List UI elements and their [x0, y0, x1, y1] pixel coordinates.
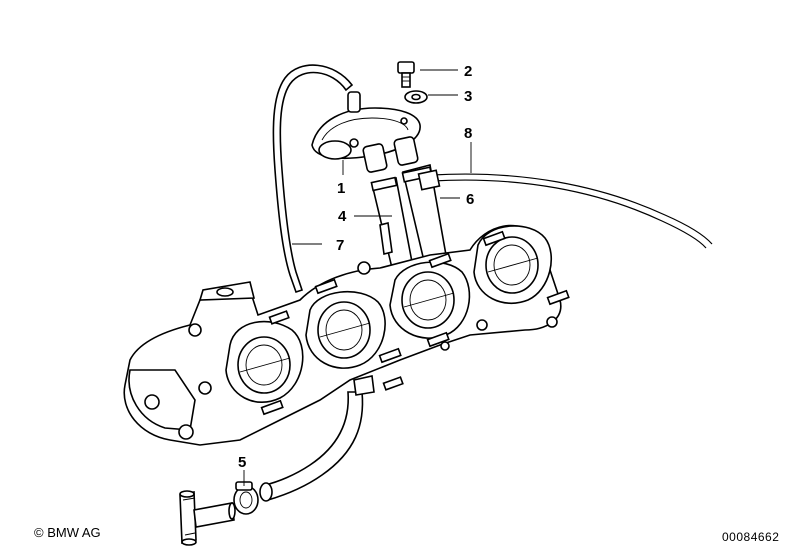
throttle-body-assembly — [123, 224, 570, 446]
callout-4: 4 — [338, 208, 347, 225]
hose-clamp-5 — [233, 481, 259, 515]
callout-labels: 1 2 3 4 5 6 7 8 — [238, 63, 474, 471]
studs — [260, 230, 570, 416]
breather-line-8 — [422, 170, 713, 249]
callout-5: 5 — [238, 454, 246, 471]
callout-7: 7 — [336, 237, 344, 254]
leader-lines — [243, 69, 472, 486]
callout-6: 6 — [466, 191, 474, 208]
throttle-bore-1 — [225, 320, 304, 403]
bolt-2 — [397, 61, 415, 88]
callout-1: 1 — [337, 180, 345, 197]
diaphragm-valve-1 — [311, 91, 421, 173]
throttle-bore-2 — [305, 290, 386, 369]
vacuum-hose-7 — [272, 64, 354, 294]
document-id: 00084662 — [722, 530, 780, 544]
callout-8: 8 — [464, 125, 472, 142]
hose-4 — [370, 176, 413, 270]
hose-6 — [401, 164, 447, 262]
throttle-bore-3 — [389, 261, 471, 339]
callout-3: 3 — [464, 88, 472, 105]
callout-2: 2 — [464, 63, 472, 80]
washer-3 — [404, 90, 428, 104]
lower-hose — [259, 375, 375, 502]
t-connector — [179, 490, 236, 546]
throttle-bore-4 — [473, 225, 553, 305]
copyright-text: © BMW AG — [34, 525, 101, 540]
